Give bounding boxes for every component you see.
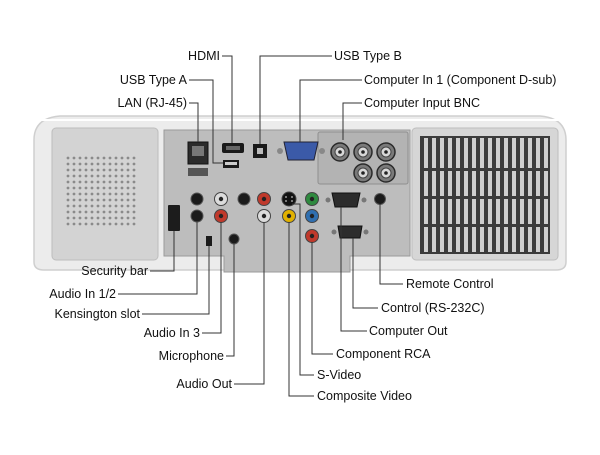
leader-audio-in-3	[202, 222, 222, 334]
label-computer-out: Computer Out	[369, 324, 448, 338]
leader-computer-out	[340, 207, 367, 332]
leader-computer-in-1	[299, 79, 362, 142]
composite-video-port	[282, 209, 296, 223]
bnc-connector	[353, 142, 373, 162]
bnc-connector	[353, 163, 373, 183]
leader-usb-type-a	[189, 79, 223, 164]
leader-computer-input-bnc	[342, 102, 362, 140]
bnc-connector	[330, 142, 350, 162]
leader-hdmi	[222, 55, 233, 143]
kensington-slot-port	[206, 236, 212, 246]
computer-in-1-dsub-port	[277, 141, 325, 161]
label-lan: LAN (RJ-45)	[117, 96, 187, 110]
label-security-bar: Security bar	[81, 264, 148, 278]
leader-kensington-slot	[142, 246, 210, 315]
label-audio-in-3: Audio In 3	[143, 326, 200, 340]
label-kensington-slot: Kensington slot	[54, 307, 140, 321]
label-composite-video: Composite Video	[317, 389, 412, 403]
label-remote-control: Remote Control	[406, 277, 494, 291]
leader-security-bar	[150, 231, 175, 272]
leader-lines	[118, 55, 403, 397]
microphone-port	[228, 233, 240, 245]
label-usb-type-b: USB Type B	[334, 49, 402, 63]
label-s-video: S-Video	[317, 368, 362, 382]
label-control-rs232c: Control (RS-232C)	[381, 301, 485, 315]
usb-type-b-port	[253, 144, 267, 158]
leader-audio-out	[234, 222, 265, 385]
computer-input-bnc-ports	[330, 142, 396, 183]
audio-out-ports	[237, 192, 271, 223]
security-bar-port	[168, 205, 180, 231]
bnc-connector	[376, 163, 396, 183]
s-video-port	[281, 191, 297, 207]
ventilation-grille	[420, 136, 550, 254]
label-microphone: Microphone	[158, 349, 224, 363]
lan-port	[187, 141, 209, 176]
label-audio-out: Audio Out	[176, 377, 232, 391]
leader-microphone	[226, 244, 235, 357]
label-hdmi: HDMI	[188, 49, 220, 63]
leader-s-video	[292, 203, 314, 376]
label-computer-input-bnc: Computer Input BNC	[364, 96, 481, 110]
remote-control-port	[374, 193, 386, 205]
bnc-connector	[376, 142, 396, 162]
leader-remote-control	[379, 204, 403, 285]
label-audio-in-12: Audio In 1/2	[49, 287, 116, 301]
speaker-grille	[66, 156, 136, 226]
leader-component-rca	[311, 242, 333, 355]
leader-lan	[189, 102, 199, 142]
usb-type-a-port	[223, 160, 239, 168]
rs232c-port	[331, 225, 369, 239]
computer-out-dsub-port	[325, 192, 367, 208]
label-usb-type-a: USB Type A	[119, 73, 187, 87]
leader-control-rs232c	[352, 238, 378, 309]
leader-audio-in-12	[118, 222, 198, 295]
hdmi-port	[222, 143, 244, 153]
component-rca-ports	[305, 192, 319, 243]
label-computer-in-1: Computer In 1 (Component D-sub)	[364, 73, 557, 87]
label-component-rca: Component RCA	[336, 347, 431, 361]
leader-composite-video	[288, 222, 314, 397]
leader-usb-type-b	[259, 55, 332, 144]
audio-in-3-ports	[214, 192, 228, 223]
